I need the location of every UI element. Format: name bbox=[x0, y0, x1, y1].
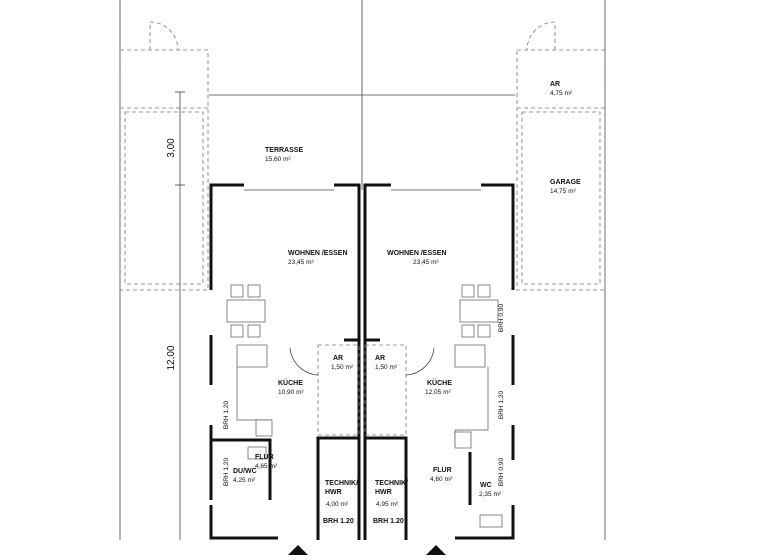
right-flur-area: 4,60 m² bbox=[430, 476, 453, 483]
left-flur-label: FLUR bbox=[255, 454, 274, 461]
terrasse-label: TERRASSE bbox=[265, 147, 303, 154]
staircase bbox=[289, 344, 435, 436]
left-wohnen-label: WOHNEN /ESSEN bbox=[288, 250, 348, 257]
right-wohnen-brh: BRH 0,90 bbox=[498, 304, 505, 333]
left-wohnen-area: 23,45 m² bbox=[288, 259, 314, 266]
garage-area: 14,75 m² bbox=[550, 188, 576, 195]
dimension-house: 12,00 bbox=[166, 345, 177, 370]
dimension-top: 3,00 bbox=[166, 138, 177, 158]
right-kueche-area: 12,05 m² bbox=[425, 389, 451, 396]
right-ar-label: AR bbox=[375, 355, 385, 362]
left-ar-label: AR bbox=[333, 355, 343, 362]
right-ar-area: 1,50 m² bbox=[375, 364, 398, 371]
left-duwc-brh: BRH 1,20 bbox=[223, 458, 230, 487]
ar-outside-label: AR bbox=[550, 81, 560, 88]
left-technik-brh: BRH 1.20 bbox=[323, 518, 354, 525]
room-labels: TERRASSE 15,60 m² AR 4,75 m² GARAGE 14,7… bbox=[223, 81, 581, 525]
dimension-line: 3,00 12,00 bbox=[166, 91, 185, 540]
right-technik-label: TECHNIK/ bbox=[375, 480, 408, 487]
left-hwr-label: HWR bbox=[325, 489, 342, 496]
left-kueche-area: 10,90 m² bbox=[278, 389, 304, 396]
right-technik-area: 4,95 m² bbox=[376, 501, 399, 508]
right-wohnen-area: 23,45 m² bbox=[413, 259, 439, 266]
terrasse-area: 15,60 m² bbox=[265, 156, 291, 163]
garage-right bbox=[516, 49, 606, 291]
right-flur-label: FLUR bbox=[433, 467, 452, 474]
left-kueche-label: KÜCHE bbox=[278, 378, 303, 387]
walls bbox=[209, 183, 515, 540]
wc-area: 2,35 m² bbox=[479, 491, 502, 498]
left-ar-area: 1,50 m² bbox=[331, 364, 354, 371]
garage-label: GARAGE bbox=[550, 179, 581, 186]
wc-label: WC bbox=[480, 482, 492, 489]
duwc-area: 4,25 m² bbox=[233, 477, 256, 484]
right-wohnen-label: WOHNEN /ESSEN bbox=[387, 250, 447, 257]
door-icon bbox=[149, 21, 556, 51]
furniture bbox=[226, 284, 503, 528]
left-technik-area: 4,00 m² bbox=[326, 501, 349, 508]
left-kueche-brh: BRH 1,20 bbox=[223, 401, 230, 430]
right-technik-brh: BRH 1.20 bbox=[373, 518, 404, 525]
left-technik-label: TECHNIK/ bbox=[325, 480, 358, 487]
left-flur-area: 4,65 m² bbox=[255, 463, 278, 470]
carport-left bbox=[119, 49, 209, 291]
site-lines bbox=[119, 0, 606, 540]
ar-outside-area: 4,75 m² bbox=[550, 90, 573, 97]
right-kueche-label: KÜCHE bbox=[427, 378, 452, 387]
right-wc-brh: BRH 0,90 bbox=[498, 458, 505, 487]
entrance-arrow-icon bbox=[288, 545, 446, 555]
right-hwr-label: HWR bbox=[375, 489, 392, 496]
duwc-label: DU/WC bbox=[233, 468, 257, 475]
right-kueche-brh: BRH 1,20 bbox=[498, 391, 505, 420]
